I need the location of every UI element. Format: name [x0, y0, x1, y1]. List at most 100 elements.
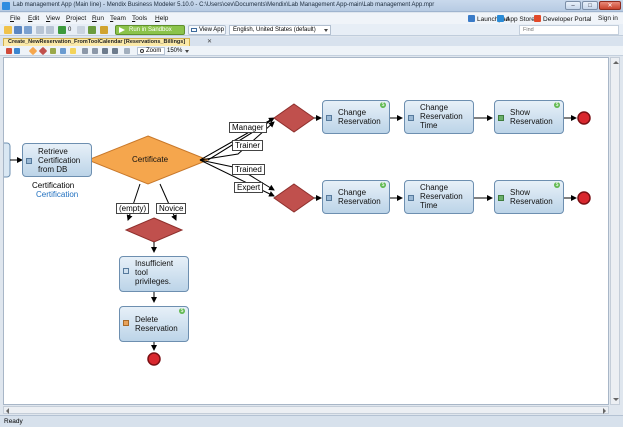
retrieve-output-variable: Certification: [32, 181, 75, 190]
show-page-icon: [498, 195, 504, 201]
run-in-sandbox-button[interactable]: Run in Sandbox: [115, 25, 185, 35]
change-reservation-time-activity-2[interactable]: Change Reservation Time: [404, 180, 474, 214]
title-bar: Lab management App (Main line) - Mendix …: [0, 0, 623, 12]
menu-tools[interactable]: Tools: [132, 15, 148, 22]
zoom-level[interactable]: 150%: [167, 48, 183, 54]
condition-trained[interactable]: Trained: [232, 164, 265, 175]
end-event-icon[interactable]: [112, 48, 118, 54]
break-icon[interactable]: [82, 48, 88, 54]
scroll-left-icon[interactable]: [6, 408, 9, 414]
end-event-row2[interactable]: [577, 191, 591, 205]
developer-portal-icon: [534, 15, 541, 22]
delete-reservation-activity[interactable]: Delete Reservation $: [119, 306, 189, 342]
menu-help[interactable]: Help: [155, 15, 169, 22]
menu-project[interactable]: Project: [66, 15, 87, 22]
play-icon: [119, 27, 125, 33]
retrieve-certification-activity[interactable]: Retrieve Certification from DB: [22, 143, 92, 177]
horizontal-scrollbar[interactable]: [3, 406, 609, 414]
save-all-icon[interactable]: [24, 26, 32, 34]
menu-bar: File Edit View Project Run Team Tools He…: [0, 13, 623, 24]
bottom-merge-shape[interactable]: [124, 217, 184, 243]
vertical-scrollbar[interactable]: [610, 57, 620, 405]
flow-lines: [4, 103, 591, 366]
minimize-button[interactable]: –: [565, 1, 581, 10]
loop-icon[interactable]: [50, 48, 56, 54]
menu-edit[interactable]: Edit: [28, 15, 40, 22]
find-input[interactable]: [519, 25, 619, 35]
status-text: Ready: [4, 418, 23, 425]
redo-icon[interactable]: [46, 26, 54, 34]
end-event-bottom[interactable]: [147, 352, 161, 366]
menu-view[interactable]: View: [46, 15, 60, 22]
dollar-icon: $: [554, 182, 560, 188]
lower-merge-shape[interactable]: [273, 183, 315, 213]
start-event-icon[interactable]: [6, 48, 12, 54]
open-project-icon[interactable]: [4, 26, 12, 34]
menu-run[interactable]: Run: [92, 15, 104, 22]
menu-team[interactable]: Team: [110, 15, 126, 22]
tab-microflow[interactable]: Create_NewReservation_FromToolCalendar […: [3, 38, 191, 46]
continue-icon[interactable]: [92, 48, 98, 54]
sign-in-link[interactable]: Sign in: [598, 15, 618, 22]
condition-empty[interactable]: (empty): [116, 203, 150, 214]
scroll-down-icon[interactable]: [613, 398, 619, 401]
show-message-icon: [123, 268, 129, 274]
app-store-icon: [497, 15, 504, 22]
change-reservation-activity-2[interactable]: Change Reservation $: [322, 180, 390, 214]
dollar-icon: $: [380, 182, 386, 188]
save-icon[interactable]: [14, 26, 22, 34]
tab-close-icon[interactable]: ✕: [207, 39, 213, 45]
commit-icon[interactable]: [58, 26, 66, 34]
editor-toolbar: Zoom 150%: [0, 46, 623, 56]
condition-trainer[interactable]: Trainer: [232, 140, 264, 151]
upper-merge-shape[interactable]: [273, 103, 315, 133]
launchpad-link[interactable]: Launchpad: [468, 15, 509, 23]
view-app-button[interactable]: View App: [188, 25, 226, 35]
main-toolbar: 0 Run in Sandbox View App English, Unite…: [0, 24, 623, 36]
change-object-icon: [326, 195, 332, 201]
show-reservation-activity-2[interactable]: Show Reservation $: [494, 180, 564, 214]
previous-activity-stub: [4, 142, 11, 178]
parameter-icon[interactable]: [60, 48, 66, 54]
annotation-icon[interactable]: [70, 48, 76, 54]
end-event-row1[interactable]: [577, 111, 591, 125]
document-tab-strip: Create_NewReservation_FromToolCalendar […: [0, 37, 623, 46]
merge-icon[interactable]: [38, 46, 48, 56]
settings-icon[interactable]: [100, 26, 108, 34]
show-reservation-activity-1[interactable]: Show Reservation $: [494, 100, 564, 134]
magnifier-icon: [140, 49, 144, 53]
activity-icon[interactable]: [14, 48, 20, 54]
deploy-icon[interactable]: [88, 26, 96, 34]
microflow-canvas[interactable]: Retrieve Certification from DB Certifica…: [3, 57, 609, 405]
launchpad-icon: [468, 15, 475, 22]
change-reservation-activity-1[interactable]: Change Reservation $: [322, 100, 390, 134]
maximize-button[interactable]: □: [582, 1, 598, 10]
condition-manager[interactable]: Manager: [229, 122, 267, 133]
zoom-button[interactable]: Zoom: [137, 47, 166, 55]
condition-expert[interactable]: Expert: [234, 182, 264, 193]
zoom-dropdown-icon[interactable]: [185, 50, 189, 53]
condition-novice[interactable]: Novice: [156, 203, 187, 214]
error-count: 0: [68, 27, 72, 33]
app-store-link[interactable]: App Store: [497, 15, 535, 23]
retrieve-icon: [26, 158, 32, 164]
error-event-icon[interactable]: [102, 48, 108, 54]
scroll-up-icon[interactable]: [613, 61, 619, 64]
change-object-icon: [408, 115, 414, 121]
change-reservation-time-activity-1[interactable]: Change Reservation Time: [404, 100, 474, 134]
chevron-down-icon: [324, 29, 328, 32]
insufficient-privileges-activity[interactable]: Insufficient tool privileges.: [119, 256, 189, 292]
menu-file[interactable]: File: [10, 15, 21, 22]
undo-icon[interactable]: [36, 26, 44, 34]
properties-icon[interactable]: [124, 48, 130, 54]
retrieve-output-entity: Certification: [36, 190, 79, 199]
monitor-icon: [191, 28, 197, 32]
update-icon[interactable]: [77, 26, 85, 34]
scroll-right-icon[interactable]: [603, 408, 606, 414]
developer-portal-link[interactable]: Developer Portal: [534, 15, 591, 23]
language-select[interactable]: English, United States (default): [229, 25, 331, 35]
exclusive-split-icon[interactable]: [28, 46, 38, 56]
status-bar: Ready: [0, 415, 623, 427]
certificate-split-shape[interactable]: [86, 135, 210, 185]
close-window-button[interactable]: ✕: [599, 1, 621, 10]
